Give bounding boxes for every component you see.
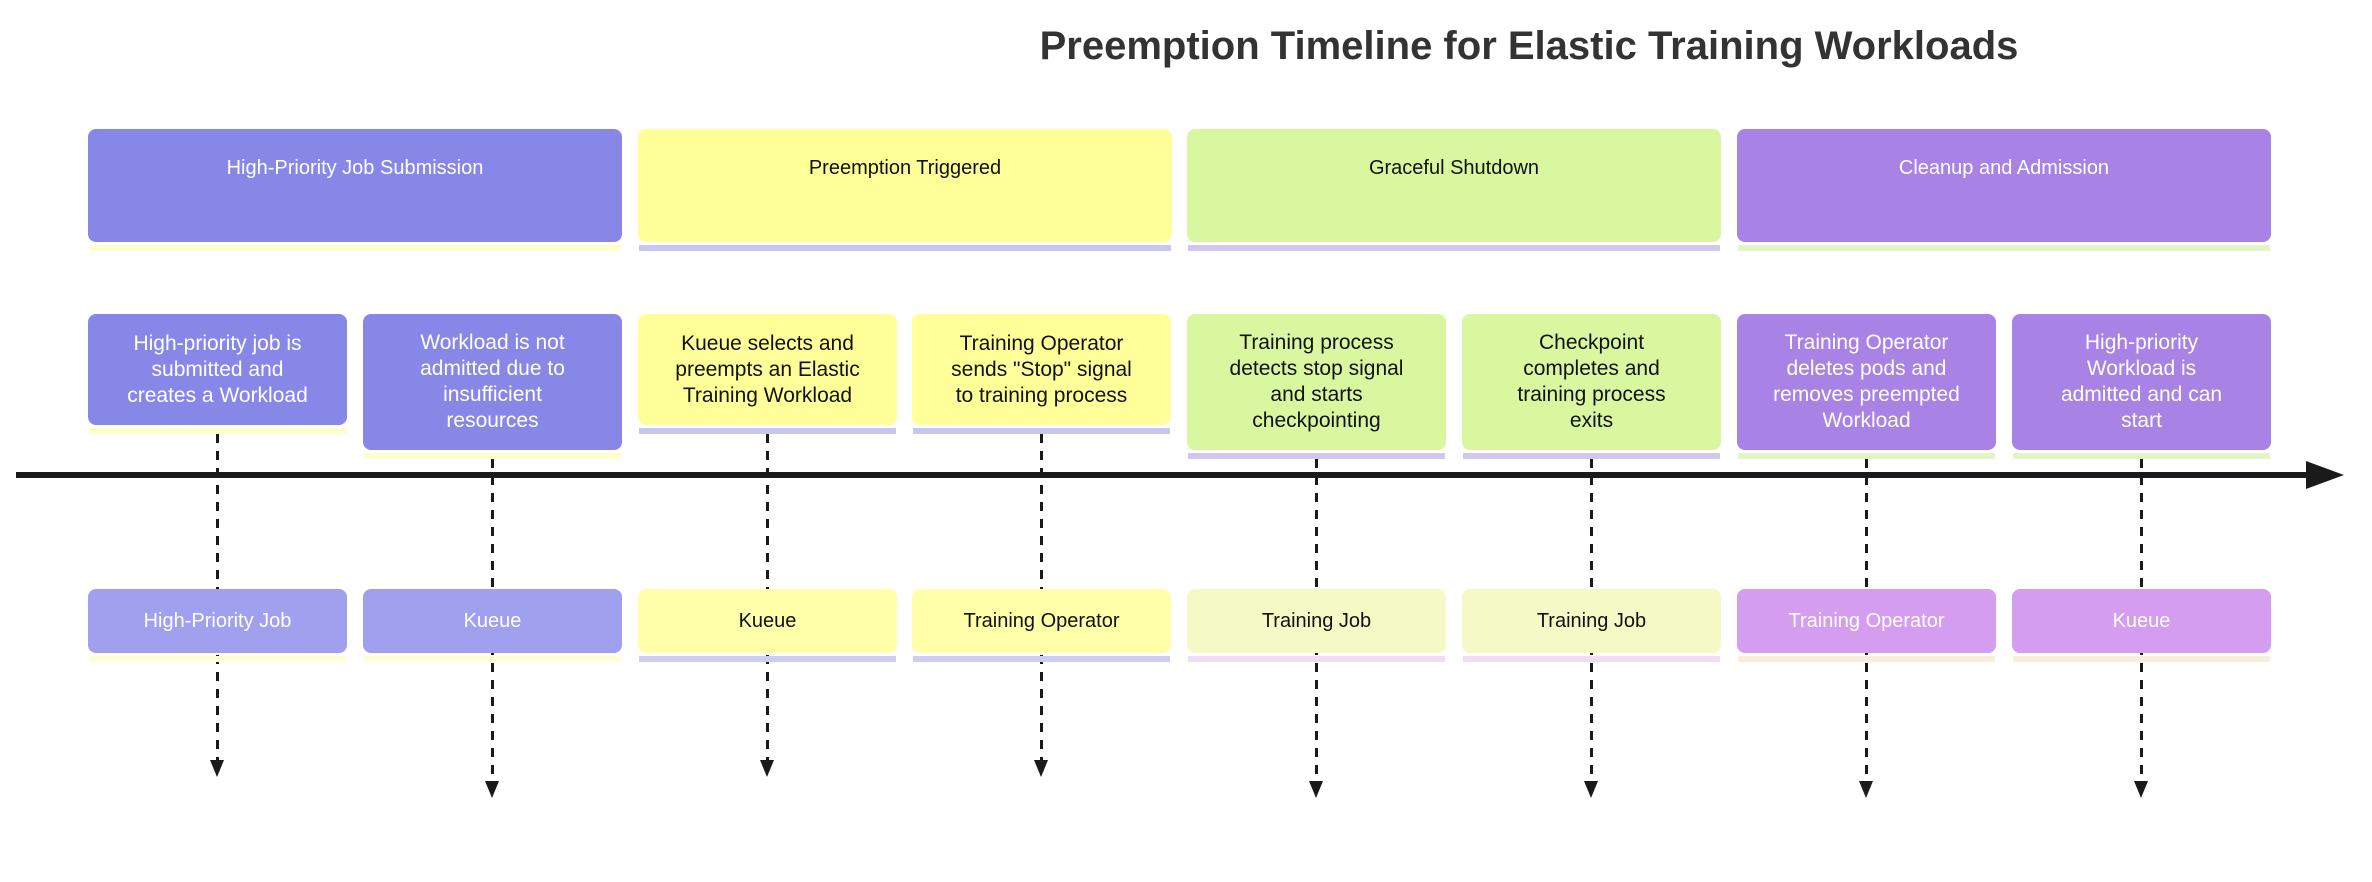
section-label: Graceful Shutdown [1368, 157, 1540, 179]
shadow-strip [1738, 656, 1995, 662]
connector-arrowhead-icon [1034, 760, 1048, 777]
connector-arrowhead-icon [760, 760, 774, 777]
shadow-strip [1738, 245, 2270, 251]
event-text: Training Operator deletes pods and remov… [1773, 331, 1960, 432]
period-box: Training Operator [1737, 589, 1996, 662]
section-header-preemption-triggered: Preemption Triggered [638, 129, 1172, 251]
shadow-strip [913, 656, 1170, 662]
shadow-strip [1463, 656, 1720, 662]
period-label: High-Priority Job [143, 609, 292, 632]
period-box: High-Priority Job [88, 589, 347, 662]
page-title: Preemption Timeline for Elastic Training… [1039, 24, 2019, 68]
event-box: Checkpoint completes and training proces… [1462, 314, 1721, 459]
event-box: High-priority Workload is admitted and c… [2012, 314, 2271, 459]
event-text: Workload is not admitted due to insuffic… [420, 331, 565, 432]
shadow-strip [89, 428, 346, 434]
period-label: Kueue [2112, 609, 2171, 632]
connector-arrowhead-icon [485, 781, 499, 798]
connector-arrowhead-icon [1309, 781, 1323, 798]
section-label: Cleanup and Admission [1898, 157, 2110, 179]
period-box: Training Job [1187, 589, 1446, 662]
shadow-strip [913, 428, 1170, 434]
event-text: High-priority job is submitted and creat… [127, 331, 308, 407]
event-text: High-priority Workload is admitted and c… [2060, 331, 2223, 432]
connector-arrowhead-icon [210, 760, 224, 777]
event-box: Training Operator deletes pods and remov… [1737, 314, 1996, 459]
period-box: Kueue [2012, 589, 2271, 662]
shadow-strip [1463, 453, 1720, 459]
connector-arrowhead-icon [1859, 781, 1873, 798]
section-label: Preemption Triggered [808, 157, 1002, 179]
section-header-cleanup-and-admission: Cleanup and Admission [1737, 129, 2271, 251]
event-box: Training process detects stop signal and… [1187, 314, 1446, 459]
shadow-strip [1188, 453, 1445, 459]
period-label: Training Job [1536, 609, 1647, 632]
period-label: Training Operator [1788, 609, 1945, 632]
connector-arrowhead-icon [2134, 781, 2148, 798]
period-label: Kueue [463, 609, 522, 632]
connector-arrowhead-icon [1584, 781, 1598, 798]
period-label: Training Job [1261, 609, 1372, 632]
shadow-strip [639, 656, 896, 662]
shadow-strip [2013, 453, 2270, 459]
shadow-strip [1188, 656, 1445, 662]
period-box: Training Job [1462, 589, 1721, 662]
period-box: Kueue [638, 589, 897, 662]
period-box: Kueue [363, 589, 622, 662]
event-box: Training Operator sends "Stop" signal to… [912, 314, 1171, 434]
period-box: Training Operator [912, 589, 1171, 662]
event-box: High-priority job is submitted and creat… [88, 314, 347, 434]
event-box: Workload is not admitted due to insuffic… [363, 314, 622, 459]
period-label: Kueue [738, 609, 797, 632]
period-label: Training Operator [963, 609, 1120, 632]
shadow-strip [1738, 453, 1995, 459]
event-text: Checkpoint completes and training proces… [1517, 331, 1666, 432]
section-label: High-Priority Job Submission [226, 157, 484, 179]
event-text: Training Operator sends "Stop" signal to… [951, 331, 1132, 407]
timeline-axis [16, 472, 2308, 478]
event-text: Training process detects stop signal and… [1229, 331, 1404, 432]
axis-arrowhead-icon [2306, 461, 2344, 489]
section-header-high-priority-job-submission: High-Priority Job Submission [88, 129, 622, 251]
shadow-strip [639, 245, 1171, 251]
shadow-strip [364, 656, 621, 662]
shadow-strip [89, 245, 621, 251]
shadow-strip [1188, 245, 1720, 251]
event-text: Kueue selects and preempts an Elastic Tr… [675, 331, 860, 407]
shadow-strip [364, 453, 621, 459]
shadow-strip [2013, 656, 2270, 662]
section-header-graceful-shutdown: Graceful Shutdown [1187, 129, 1721, 251]
shadow-strip [89, 656, 346, 662]
shadow-strip [639, 428, 896, 434]
event-box: Kueue selects and preempts an Elastic Tr… [638, 314, 897, 434]
